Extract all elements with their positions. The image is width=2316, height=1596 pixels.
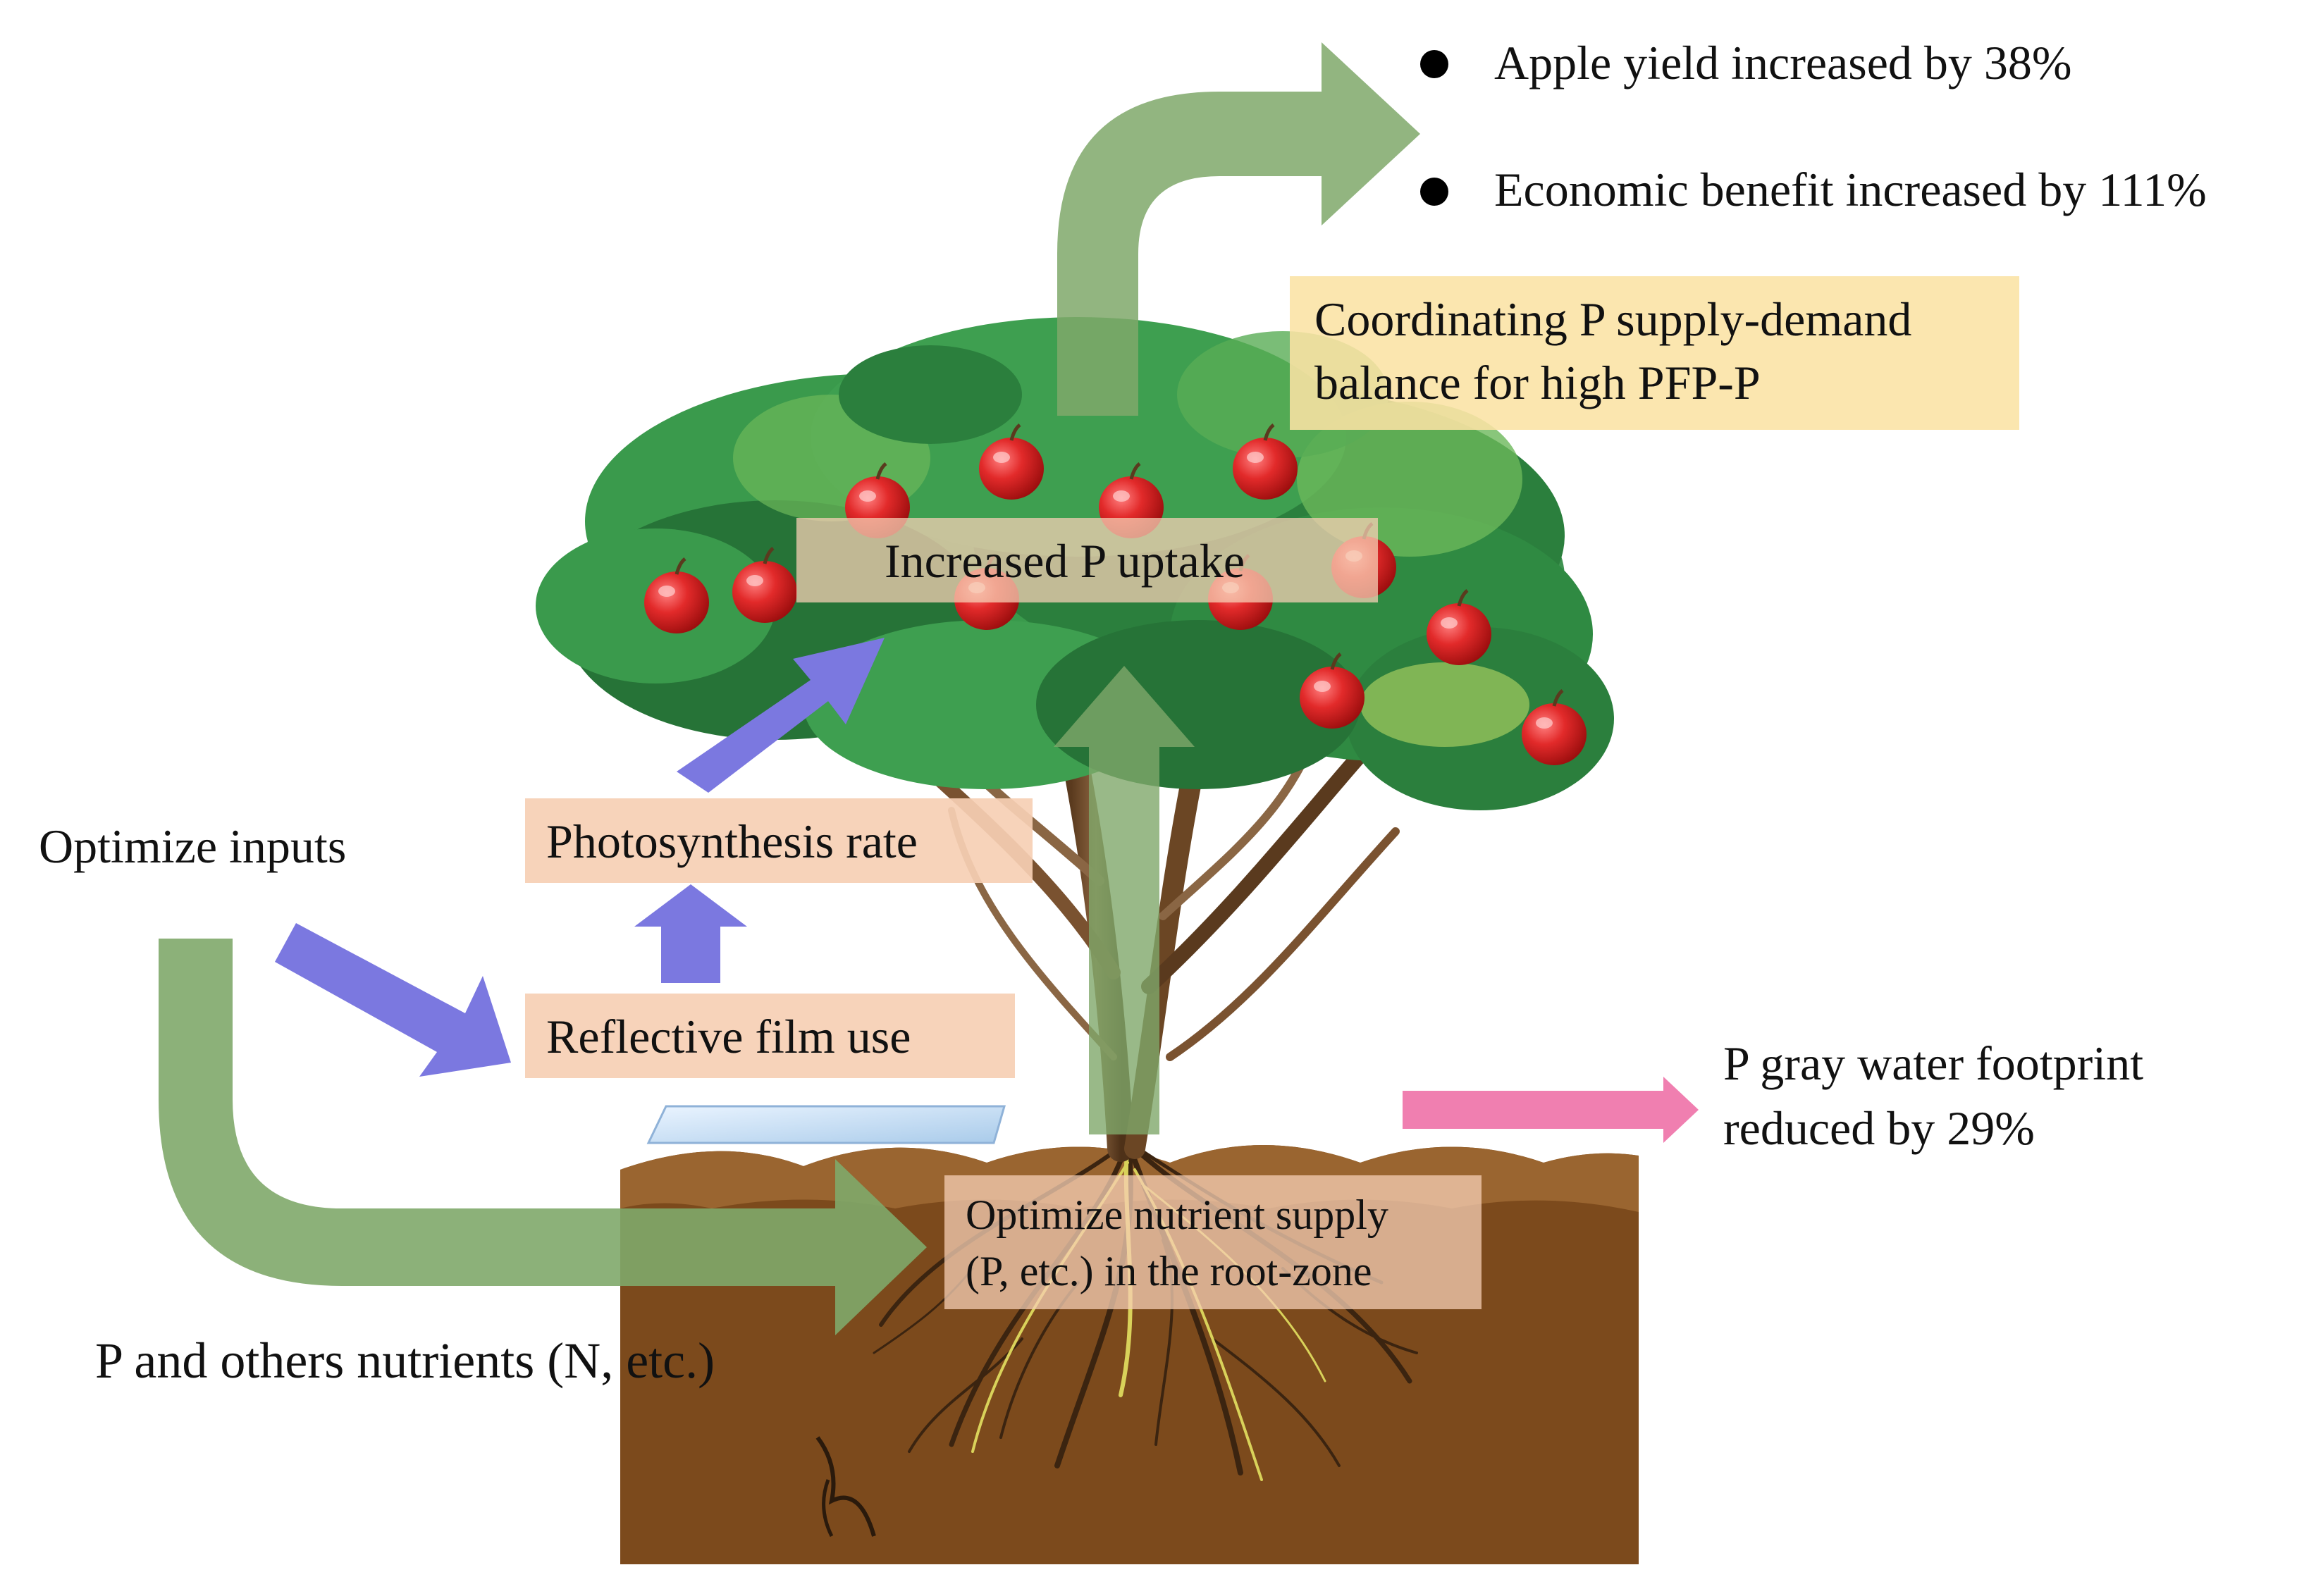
coordinating-line-1: Coordinating P supply-demand — [1314, 292, 1912, 346]
gray-water-line-1: P gray water footprint — [1723, 1037, 2144, 1090]
photosynthesis-label: Photosynthesis rate — [546, 815, 918, 868]
outcome-arrow — [1057, 42, 1420, 416]
outcome-economic: Economic benefit increased by 111% — [1494, 163, 2207, 216]
photosynthesis-box — [525, 798, 1033, 883]
root-zone-line-1: Optimize nutrient supply — [966, 1192, 1388, 1238]
coordinating-box — [1290, 276, 2019, 430]
gray-water-line-2: reduced by 29% — [1723, 1101, 2035, 1155]
gray-water-arrow — [1403, 1077, 1699, 1143]
reflective-film-label: Reflective film use — [546, 1010, 911, 1063]
outcome-yield: Apple yield increased by 38% — [1494, 36, 2072, 89]
outcome-bullet — [1420, 50, 1448, 78]
reflective-film-box — [525, 994, 1015, 1078]
apple-fruit-icon — [979, 423, 1044, 500]
nutrients-label: P and others nutrients (N, etc.) — [95, 1332, 715, 1389]
outcome-bullet — [1420, 178, 1448, 206]
apple-fruit-icon — [1300, 652, 1365, 729]
apple-fruit-icon — [1522, 689, 1587, 765]
film-to-photosynthesis-arrow — [634, 884, 747, 983]
apple-fruit-icon — [732, 547, 797, 623]
apple-fruit-icon — [644, 557, 709, 633]
photosynthesis-to-uptake-arrow — [677, 638, 885, 793]
increased-uptake-label: Increased P uptake — [885, 534, 1245, 588]
nutrient-input-arrow — [159, 939, 927, 1335]
coordinating-line-2: balance for high PFP-P — [1314, 356, 1761, 409]
uptake-arrow — [1054, 666, 1195, 1134]
root-zone-line-2: (P, etc.) in the root-zone — [966, 1248, 1372, 1294]
root-zone-box — [944, 1175, 1482, 1309]
optimize-inputs-label: Optimize inputs — [39, 819, 347, 873]
apple-fruit-icon — [1427, 589, 1491, 665]
increased-uptake-box — [796, 518, 1378, 602]
apple-fruit-icon — [1233, 423, 1298, 500]
optimize-to-film-arrow — [275, 923, 511, 1077]
reflective-film-icon — [646, 1105, 1006, 1144]
